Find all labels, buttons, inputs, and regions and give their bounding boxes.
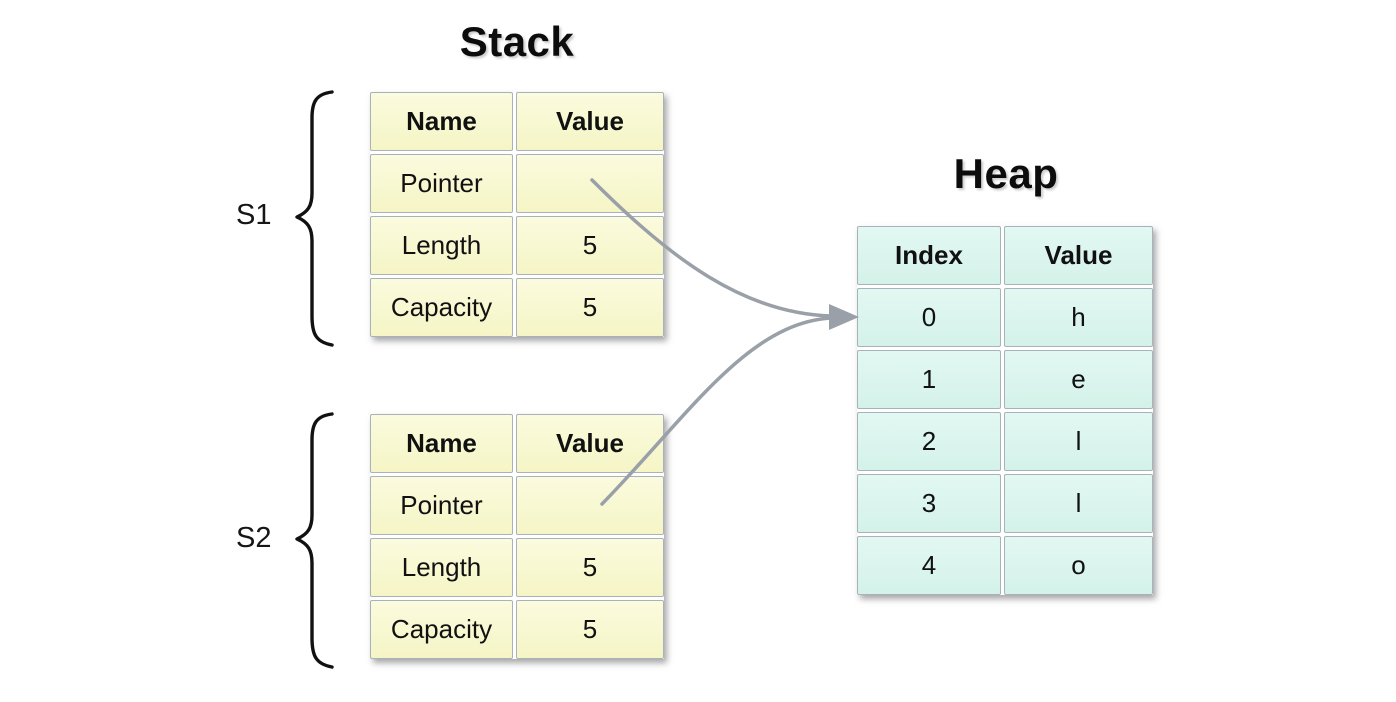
s2-capacity-value: 5 — [516, 600, 664, 659]
s2-frame-label: S2 — [236, 522, 272, 554]
s1-stack-table: Name Value Pointer Length 5 Capacity 5 — [370, 92, 664, 337]
s2-length-name: Length — [370, 538, 513, 597]
s2-capacity-name: Capacity — [370, 600, 513, 659]
heap-value-2: l — [1004, 412, 1153, 471]
stack-section-title: Stack — [459, 18, 575, 65]
s1-length-value: 5 — [516, 216, 664, 275]
s1-capacity-value: 5 — [516, 278, 664, 337]
s1-header-value: Value — [516, 92, 664, 151]
s1-frame-label: S1 — [236, 199, 272, 231]
heap-value-3: l — [1004, 474, 1153, 533]
s1-length-name: Length — [370, 216, 513, 275]
heap-section-title: Heap — [953, 150, 1059, 197]
s1-capacity-name: Capacity — [370, 278, 513, 337]
s1-header-name: Name — [370, 92, 513, 151]
heap-value-0: h — [1004, 288, 1153, 347]
s1-pointer-value — [516, 154, 664, 213]
arrowhead-icon — [829, 304, 859, 330]
s2-length-value: 5 — [516, 538, 664, 597]
heap-index-3: 3 — [857, 474, 1001, 533]
heap-value-4: o — [1004, 536, 1153, 595]
s2-pointer-name: Pointer — [370, 476, 513, 535]
heap-table: Index Value 0 h 1 e 2 l 3 l 4 o — [857, 226, 1153, 595]
heap-header-index: Index — [857, 226, 1001, 285]
heap-index-1: 1 — [857, 350, 1001, 409]
heap-index-4: 4 — [857, 536, 1001, 595]
heap-header-value: Value — [1004, 226, 1153, 285]
heap-index-2: 2 — [857, 412, 1001, 471]
s2-header-value: Value — [516, 414, 664, 473]
s2-stack-table: Name Value Pointer Length 5 Capacity 5 — [370, 414, 664, 659]
s1-brace — [295, 90, 334, 347]
s1-pointer-name: Pointer — [370, 154, 513, 213]
s2-pointer-value — [516, 476, 664, 535]
s2-header-name: Name — [370, 414, 513, 473]
heap-index-0: 0 — [857, 288, 1001, 347]
s2-brace — [295, 412, 334, 669]
heap-value-1: e — [1004, 350, 1153, 409]
